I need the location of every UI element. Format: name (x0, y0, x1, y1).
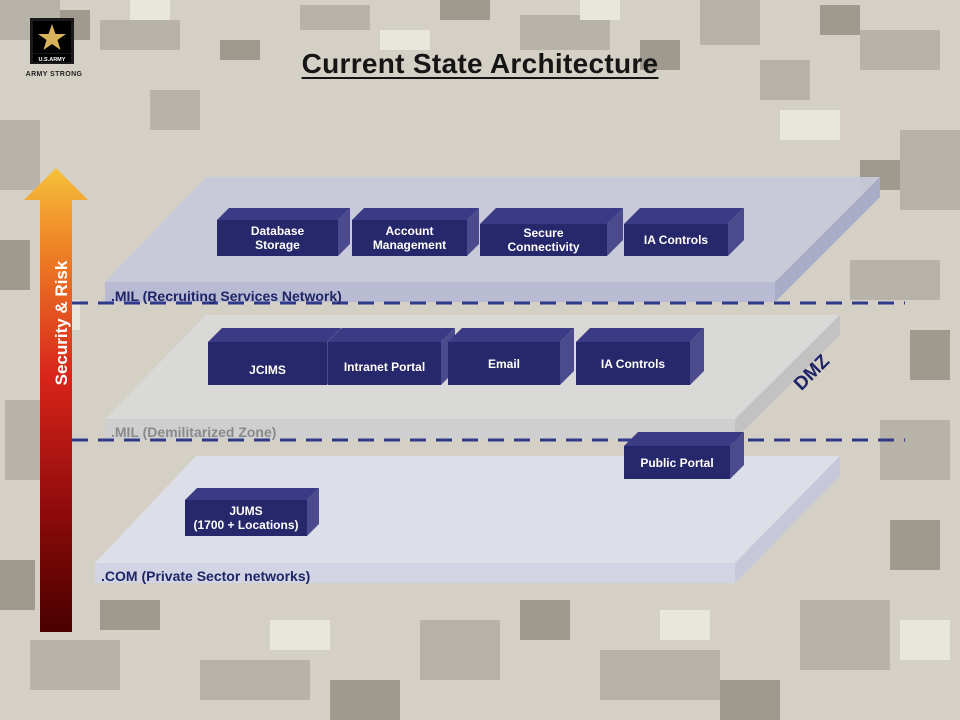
box-label-jums: JUMS (1700 + Locations) (193, 504, 299, 532)
logo-tagline: ARMY STRONG (25, 71, 83, 78)
box-ia-controls-dmz (576, 328, 704, 385)
box-label-intranet-portal: Intranet Portal (343, 359, 426, 374)
box-account-management (352, 208, 479, 256)
box-label-account-management: Account Management (372, 224, 447, 252)
page-title-text: Current State Architecture (301, 48, 659, 79)
logo-wordmark: U.S.ARMY (39, 57, 66, 63)
platform-label-dmz: .MIL (Demilitarized Zone) (111, 424, 277, 440)
page-title: Current State Architecture (0, 48, 960, 80)
platform-label-mil: .MIL (Recruiting Services Network) (111, 288, 342, 304)
box-label-ia-controls-mil: IA Controls (643, 233, 709, 247)
box-label-secure-connectivity: Secure Connectivity (507, 226, 580, 254)
box-secure-connectivity (480, 208, 623, 256)
box-database-storage (217, 208, 350, 256)
box-label-ia-controls-dmz: IA Controls (600, 356, 666, 371)
box-ia-controls-mil (624, 208, 744, 256)
box-label-database-storage: Database Storage (250, 224, 305, 252)
platform-label-com: .COM (Private Sector networks) (101, 568, 311, 584)
box-label-jcims: JCIMS (249, 362, 286, 377)
box-jums (185, 488, 319, 536)
box-label-public-portal: Public Portal (640, 455, 714, 470)
box-public-portal (624, 432, 744, 479)
box-email (448, 328, 574, 385)
box-label-email: Email (487, 356, 520, 371)
platform-com (95, 456, 840, 583)
security-risk-label: Security & Risk (52, 260, 71, 386)
army-star-logo: U.S.ARMY (30, 18, 74, 64)
security-risk-arrow (24, 168, 88, 632)
